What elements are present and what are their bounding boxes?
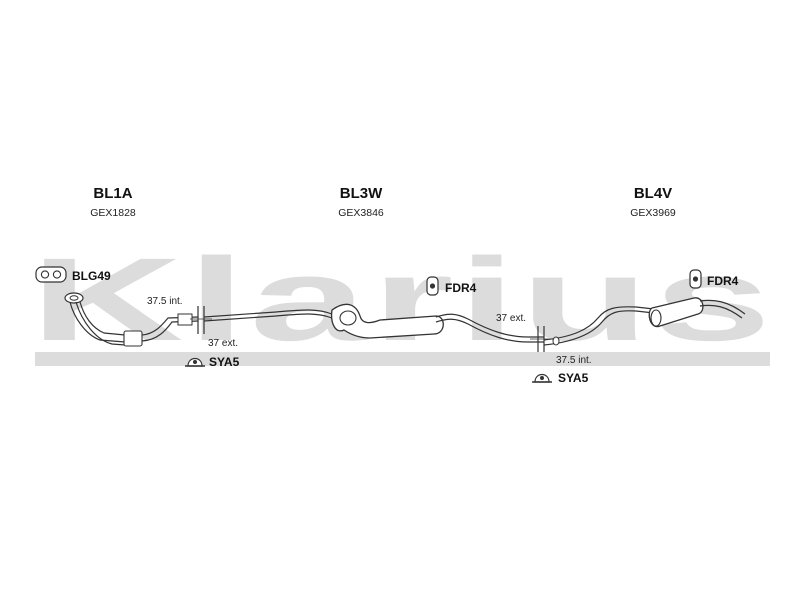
clamp-icon: [185, 357, 205, 367]
watermark: Klarius: [30, 234, 775, 366]
section-code-front: BL1A: [93, 185, 132, 202]
section-code-centre: BL3W: [340, 185, 383, 202]
clamp-1-label: SYA5: [209, 355, 240, 369]
section-code-rear: BL4V: [634, 185, 672, 202]
centre-section: [203, 303, 544, 343]
section-ref-rear: GEX3969: [630, 207, 676, 219]
rear-silencer-box: [648, 297, 704, 328]
joint-1-bottom-dimension: 37 ext.: [208, 338, 238, 349]
mount-2-label: FDR4: [707, 274, 739, 288]
watermark-underline: [35, 352, 770, 366]
joint-1-top-dimension: 37.5 int.: [147, 296, 183, 307]
joint-2-top-dimension: 37 ext.: [496, 313, 526, 324]
joint-2-bottom-dimension: 37.5 int.: [556, 355, 592, 366]
section-ref-centre: GEX3846: [338, 207, 384, 219]
joint-1-clamp-marks: [190, 306, 212, 334]
rubber-mount-icon: [426, 276, 439, 296]
rubber-mount-icon: [689, 269, 702, 289]
watermark-text: Klarius: [30, 234, 775, 366]
rear-section: [543, 297, 746, 346]
clamp-2-label: SYA5: [558, 371, 589, 385]
gasket-icon: [35, 266, 67, 283]
mount-1-label: FDR4: [445, 281, 477, 295]
centre-silencer-box: [330, 303, 444, 339]
clamp-icon: [532, 373, 552, 383]
front-pipe: [64, 292, 199, 347]
gasket-label: BLG49: [72, 269, 111, 283]
section-ref-front: GEX1828: [90, 207, 136, 219]
